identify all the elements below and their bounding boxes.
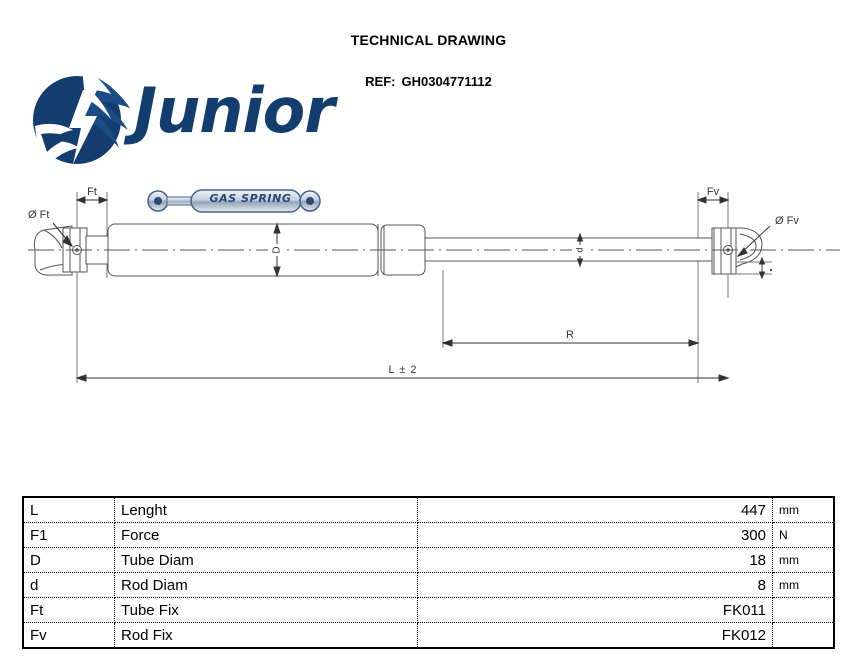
tube-fix-diam-label: Ø Ft xyxy=(28,209,49,221)
cell-description: Tube Fix xyxy=(114,597,418,623)
cell-value: FK012 xyxy=(417,622,773,648)
logo-gas-spring-graphic: GAS SPRING xyxy=(147,186,322,216)
page-title: TECHNICAL DRAWING xyxy=(350,32,507,48)
technical-drawing: Ft Ø Ft D d Fv Ø Fv xyxy=(28,186,840,383)
cell-unit xyxy=(773,623,835,649)
dimension-overall-length: L ± 2 xyxy=(75,364,730,382)
drawing-reference: REF: GH0304771112 xyxy=(0,74,857,89)
junior-wing-emblem-icon xyxy=(33,68,130,164)
cell-symbol: d xyxy=(23,572,115,598)
cell-description: Lenght xyxy=(114,497,418,523)
cell-unit xyxy=(772,597,834,623)
rod-fix-diam-label: Ø Fv xyxy=(775,215,799,227)
cell-unit: N xyxy=(772,522,834,548)
cell-value: 18 xyxy=(417,547,773,573)
tube-diam-label: D xyxy=(272,246,283,253)
reference-value: GH0304771112 xyxy=(401,74,492,89)
cell-symbol: L xyxy=(23,497,115,523)
dimension-tube-diameter: D xyxy=(268,222,286,278)
cell-value: FK011 xyxy=(417,597,773,623)
dimension-rod-fix: Fv xyxy=(696,186,730,204)
dimension-rod-diameter: d xyxy=(572,232,587,268)
rod-fix-dim-label: Fv xyxy=(707,186,720,198)
callout-rod-fix-diameter: Ø Fv xyxy=(736,215,799,257)
cell-symbol: Ft xyxy=(23,597,115,623)
rod-diam-label: d xyxy=(574,247,584,252)
dimension-rod-fix-thickness xyxy=(758,256,773,280)
logo-tagline: GAS SPRING xyxy=(209,192,292,205)
callout-tube-fix-diameter: Ø Ft xyxy=(28,209,74,248)
logo-wordmark: Junior xyxy=(134,74,335,147)
cell-value: 8 xyxy=(417,572,773,598)
company-logo: Junior GAS SPRING xyxy=(22,62,335,213)
rod-fixture-shape xyxy=(711,227,772,275)
gas-spring-shape-icon xyxy=(147,189,321,213)
tube-fix-dim-label: Ft xyxy=(87,186,97,198)
reference-label: REF: xyxy=(365,74,396,89)
cell-description: Tube Diam xyxy=(114,547,418,573)
cell-description: Rod Fix xyxy=(114,622,418,648)
cell-symbol: D xyxy=(23,547,115,573)
cell-unit: mm xyxy=(772,497,834,523)
cell-description: Force xyxy=(114,522,418,548)
overall-length-label: L ± 2 xyxy=(389,364,418,376)
dimension-stroke: R xyxy=(441,329,700,347)
cell-value: 447 xyxy=(417,497,773,523)
dimension-tube-fix: Ft xyxy=(75,186,109,204)
cell-symbol: F1 xyxy=(23,522,115,548)
cell-unit: mm xyxy=(772,547,834,573)
tube-fixture-shape xyxy=(33,225,111,276)
stroke-label: R xyxy=(566,329,574,341)
cell-description: Rod Diam xyxy=(114,572,418,598)
cell-value: 300 xyxy=(417,522,773,548)
cell-symbol: Fv xyxy=(23,622,115,648)
cell-unit: mm xyxy=(772,572,834,598)
